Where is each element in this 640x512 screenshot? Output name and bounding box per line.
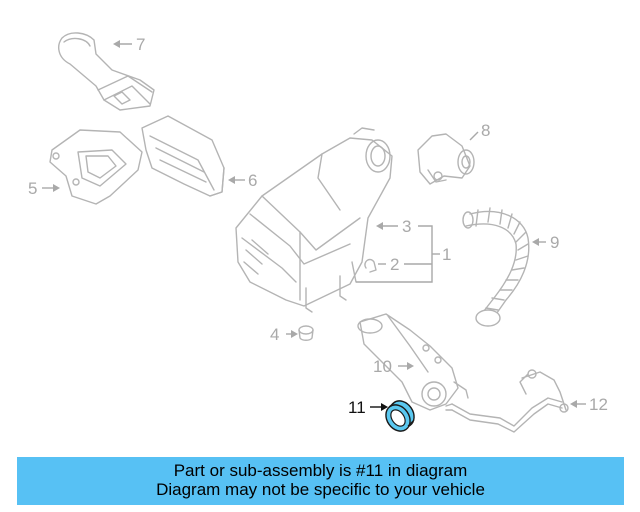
callout-7: 7 bbox=[136, 35, 145, 54]
callout-10: 10 bbox=[373, 357, 392, 376]
callout-9: 9 bbox=[550, 233, 559, 252]
part-10-intake-pipe[interactable] bbox=[357, 313, 469, 411]
banner-line-1: Part or sub-assembly is #11 in diagram bbox=[173, 461, 468, 480]
part-4-grommet[interactable] bbox=[298, 325, 314, 341]
callout-8: 8 bbox=[481, 121, 490, 140]
part-12-vacuum-line[interactable] bbox=[445, 369, 569, 433]
part-2-clip[interactable] bbox=[364, 258, 377, 273]
part-6-intake-duct[interactable] bbox=[141, 115, 225, 197]
callout-4: 4 bbox=[270, 325, 279, 344]
part-7-intake-duct[interactable] bbox=[58, 32, 155, 111]
part-9-corrugated-hose[interactable] bbox=[462, 207, 530, 327]
callout-12: 12 bbox=[589, 395, 608, 414]
parts-diagram: 7 5 6 3 1 bbox=[28, 32, 608, 436]
info-banner: Part or sub-assembly is #11 in diagram D… bbox=[17, 457, 624, 505]
callout-11: 11 bbox=[348, 398, 366, 417]
part-11-seal-ring[interactable] bbox=[381, 396, 419, 436]
callout-3: 3 bbox=[402, 217, 411, 236]
callout-5: 5 bbox=[28, 179, 37, 198]
part-5-intake-cover[interactable] bbox=[49, 129, 143, 205]
banner-line-2: Diagram may not be specific to your vehi… bbox=[156, 480, 485, 499]
callout-1: 1 bbox=[442, 245, 451, 264]
callout-6: 6 bbox=[248, 171, 257, 190]
part-8-air-flow-sensor[interactable] bbox=[417, 133, 475, 185]
part-1-air-cleaner-assembly[interactable] bbox=[235, 127, 393, 313]
callout-2: 2 bbox=[390, 255, 399, 274]
